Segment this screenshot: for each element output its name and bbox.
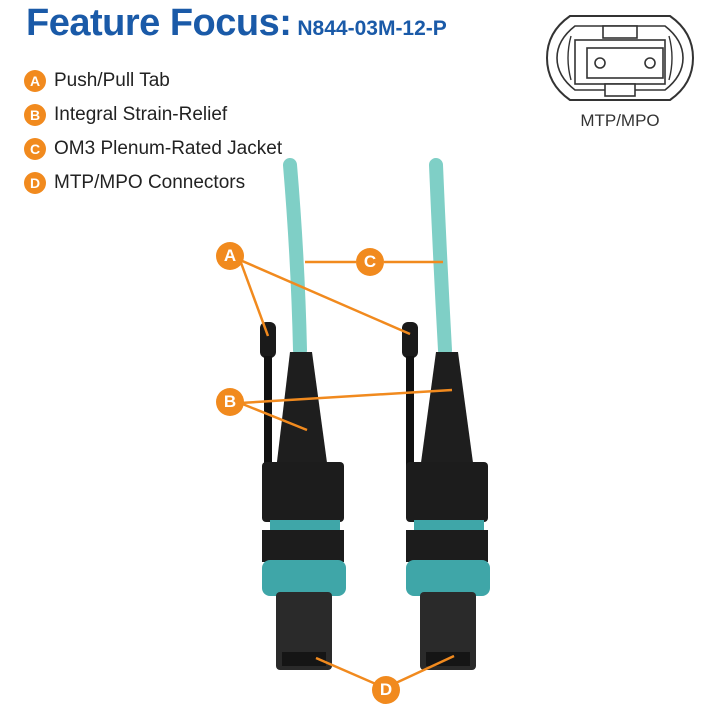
callout-a: A: [216, 242, 244, 270]
callout-c: C: [356, 248, 384, 276]
model-number: N844-03M-12-P: [297, 17, 447, 40]
left-connector: [262, 462, 346, 670]
legend-item-b: B Integral Strain-Relief: [24, 98, 282, 132]
left-pull-tab: [260, 322, 276, 466]
legend-label: MTP/MPO Connectors: [54, 172, 246, 193]
legend-label: Integral Strain-Relief: [54, 104, 228, 125]
badge-b-icon: B: [24, 104, 46, 126]
right-strain-relief: [420, 352, 474, 470]
callout-lines: [238, 258, 455, 690]
right-cable: [429, 158, 452, 357]
title-text: Feature Focus:: [26, 2, 292, 44]
right-connector: [406, 462, 490, 670]
legend-item-c: C OM3 Plenum-Rated Jacket: [24, 132, 282, 166]
badge-d-icon: D: [24, 172, 46, 194]
mtp-label: MTP/MPO: [580, 111, 660, 130]
legend-label: Push/Pull Tab: [54, 70, 170, 91]
left-strain-relief: [276, 352, 328, 470]
badge-a-icon: A: [24, 70, 46, 92]
page-title: Feature Focus:N844-03M-12-P: [26, 2, 447, 45]
callout-b: B: [216, 388, 244, 416]
left-cable: [283, 158, 307, 357]
legend-item-d: D MTP/MPO Connectors: [24, 166, 282, 200]
badge-c-icon: C: [24, 138, 46, 160]
callout-d: D: [372, 676, 400, 704]
mtp-connector-face-icon: [545, 15, 695, 101]
mtp-connector-diagram: MTP/MPO: [540, 12, 700, 131]
legend-label: OM3 Plenum-Rated Jacket: [54, 138, 283, 159]
feature-legend: A Push/Pull Tab B Integral Strain-Relief…: [24, 64, 282, 200]
legend-item-a: A Push/Pull Tab: [24, 64, 282, 98]
